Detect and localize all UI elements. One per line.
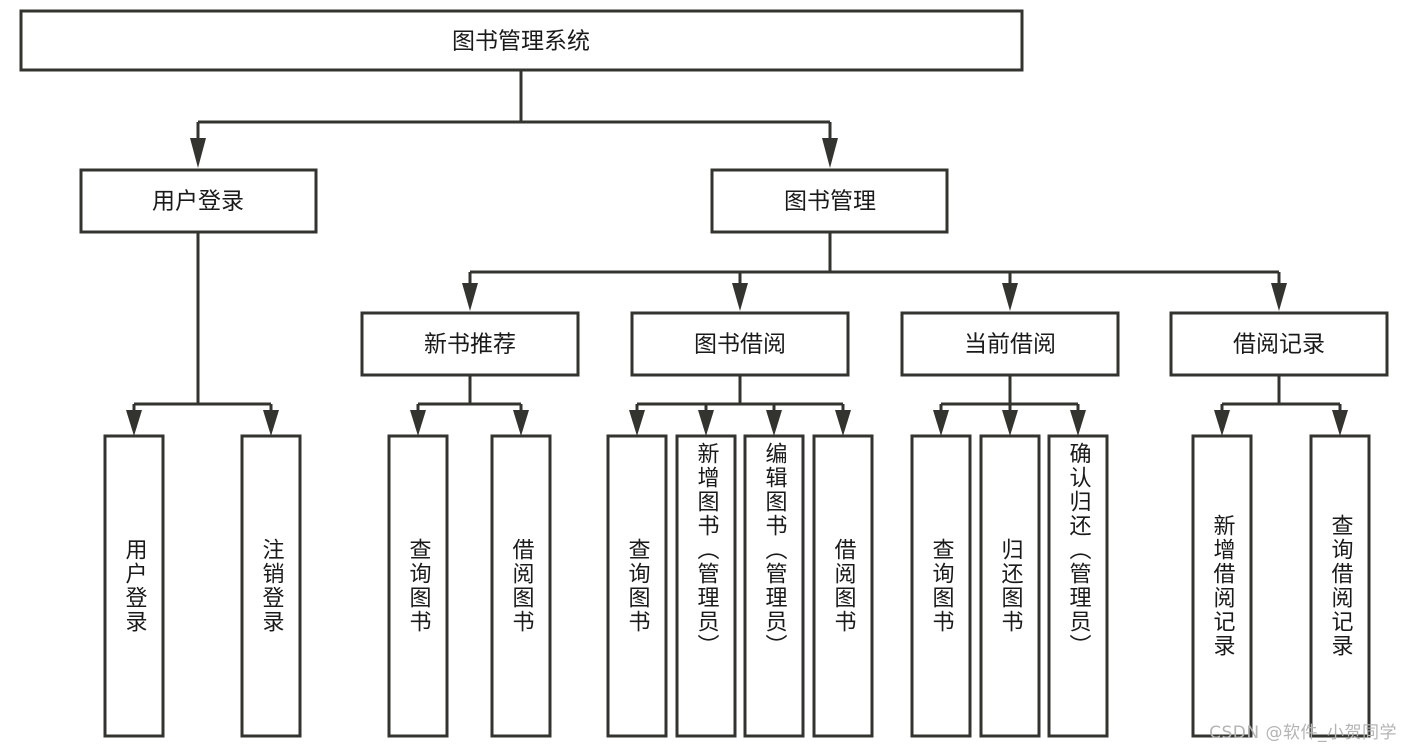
arrowhead-leaf-query-record: [1332, 410, 1348, 436]
node-root-label: 图书管理系统: [452, 29, 590, 55]
arrowhead-leaf-return-book: [1002, 410, 1018, 436]
arrowhead-leaf-edit-book: [766, 410, 782, 436]
connector-root-to-level2: [190, 70, 838, 168]
arrowhead-leaf-confirm-return: [1070, 410, 1086, 436]
leaf-boxes: [103, 434, 1371, 738]
node-user-login[interactable]: 用户登录: [79, 168, 318, 234]
node-borrow-record[interactable]: 借阅记录: [1169, 311, 1389, 377]
connector-bookborrow-to-leaves: [629, 375, 851, 436]
arrowhead-leaf-user-login: [126, 410, 142, 436]
node-book-manage-label: 图书管理: [784, 189, 876, 215]
arrowhead-borrow-record: [1271, 283, 1287, 311]
node-borrow-record-label: 借阅记录: [1233, 332, 1325, 358]
node-current-borrow-box[interactable]: [900, 311, 1120, 377]
leaf-box-borrow-book-2[interactable]: [812, 434, 874, 738]
arrowhead-leaf-query-book-2: [629, 410, 645, 436]
leaf-box-edit-book[interactable]: [743, 434, 805, 738]
connector-currentborrow-to-leaves: [933, 375, 1086, 436]
node-book-manage-box[interactable]: [710, 168, 949, 234]
arrowhead-current-borrow: [1002, 283, 1018, 311]
leaf-box-query-book-3[interactable]: [910, 434, 972, 738]
node-book-borrow-label: 图书借阅: [694, 332, 786, 358]
arrowhead-user-login: [190, 138, 206, 168]
connector-bookmanage-to-level3: [462, 232, 1287, 311]
arrowhead-leaf-query-book-3: [933, 410, 949, 436]
leaf-box-query-record[interactable]: [1309, 434, 1371, 738]
node-root-box[interactable]: [19, 9, 1024, 72]
connector-borrowrecord-to-leaves: [1214, 375, 1348, 436]
node-current-borrow[interactable]: 当前借阅: [900, 311, 1120, 377]
connector-userlogin-to-leaves: [126, 232, 279, 436]
arrowhead-book-manage: [822, 138, 838, 168]
node-new-book-recommend-box[interactable]: [360, 311, 580, 377]
arrowhead-leaf-borrow-book-2: [835, 410, 851, 436]
arrowhead-leaf-add-record: [1214, 410, 1230, 436]
node-new-book-recommend-label: 新书推荐: [424, 332, 516, 358]
leaf-box-logout[interactable]: [240, 434, 302, 738]
node-book-borrow-box[interactable]: [630, 311, 850, 377]
arrowhead-leaf-query-book-1: [410, 410, 426, 436]
node-root[interactable]: 图书管理系统: [19, 9, 1024, 72]
leaf-box-return-book[interactable]: [979, 434, 1041, 738]
node-new-book-recommend[interactable]: 新书推荐: [360, 311, 580, 377]
leaf-box-add-record[interactable]: [1191, 434, 1253, 738]
node-user-login-box[interactable]: [79, 168, 318, 234]
arrowhead-leaf-borrow-book-1: [513, 410, 529, 436]
leaf-box-query-book-1[interactable]: [387, 434, 449, 738]
leaf-box-borrow-book-1[interactable]: [490, 434, 552, 738]
leaf-box-query-book-2[interactable]: [606, 434, 668, 738]
arrowhead-leaf-logout: [263, 410, 279, 436]
csdn-watermark: CSDN @软件_小贺同学: [1209, 723, 1397, 743]
arrowhead-book-borrow: [732, 283, 748, 311]
arrowhead-new-book-recommend: [462, 283, 478, 311]
leaf-box-user-login[interactable]: [103, 434, 165, 738]
node-book-borrow[interactable]: 图书借阅: [630, 311, 850, 377]
arrowhead-leaf-add-book: [698, 410, 714, 436]
connector-newbook-to-leaves: [410, 375, 529, 436]
node-current-borrow-label: 当前借阅: [964, 332, 1056, 358]
leaf-box-confirm-return[interactable]: [1047, 434, 1109, 738]
node-borrow-record-box[interactable]: [1169, 311, 1389, 377]
node-user-login-label: 用户登录: [152, 189, 244, 215]
leaf-box-add-book[interactable]: [675, 434, 737, 738]
node-book-manage[interactable]: 图书管理: [710, 168, 949, 234]
